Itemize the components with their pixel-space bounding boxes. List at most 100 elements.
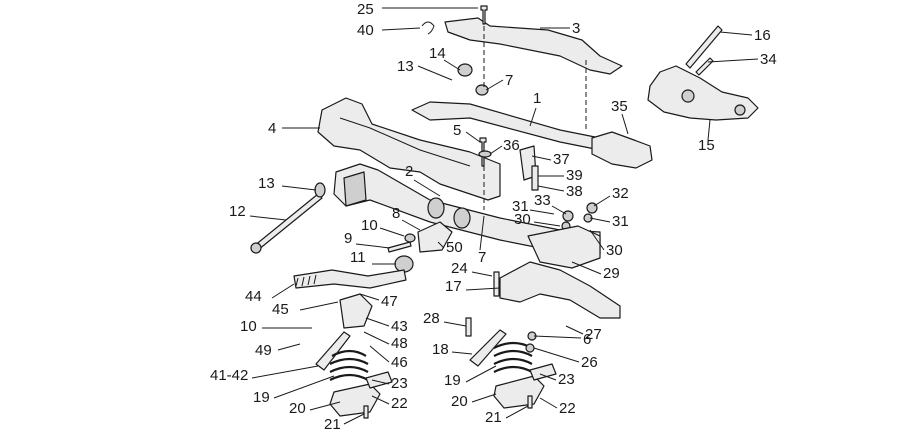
leader-line bbox=[371, 395, 390, 405]
callout-label: 8 bbox=[392, 205, 400, 222]
part-14-washer bbox=[457, 63, 473, 77]
leader-line bbox=[417, 65, 453, 81]
part-19-spring-left bbox=[329, 349, 369, 381]
part-15-hole bbox=[681, 89, 695, 103]
leader-line bbox=[273, 375, 335, 399]
part-23-plate-left bbox=[365, 371, 393, 389]
leader-lines bbox=[249, 7, 759, 425]
leader-line bbox=[539, 397, 558, 409]
part-24-bolt bbox=[493, 271, 500, 297]
leader-line bbox=[589, 229, 605, 251]
callout-label: 38 bbox=[566, 183, 583, 200]
callout-label: 21 bbox=[324, 416, 341, 432]
leader-line bbox=[533, 335, 582, 339]
part-7-nut-top bbox=[475, 84, 489, 96]
part-bushing-top-a bbox=[427, 197, 445, 219]
callout-label: 45 bbox=[272, 301, 289, 318]
callout-label: 13 bbox=[258, 175, 275, 192]
leader-line bbox=[485, 79, 504, 91]
callout-label: 10 bbox=[240, 318, 257, 335]
part-4-frame-inner bbox=[339, 117, 471, 167]
leader-line bbox=[465, 287, 501, 291]
callout-label: 27 bbox=[585, 326, 602, 343]
part-12-long-bolt bbox=[253, 193, 323, 251]
leader-line bbox=[707, 119, 711, 141]
callout-label: 19 bbox=[444, 372, 461, 389]
leader-line bbox=[299, 301, 339, 311]
part-17-support-arm bbox=[499, 261, 621, 319]
part-41-42-guide bbox=[315, 331, 351, 371]
leader-line bbox=[309, 401, 341, 411]
callout-label: 24 bbox=[451, 260, 468, 277]
callout-label: 23 bbox=[558, 371, 575, 388]
callout-label: 13 bbox=[397, 58, 414, 75]
leader-line bbox=[531, 155, 552, 161]
part-9-bolt bbox=[387, 241, 412, 253]
part-2-bracket bbox=[343, 171, 367, 207]
part-39-bolt bbox=[531, 165, 539, 191]
callout-label: 46 bbox=[391, 354, 408, 371]
part-21-screw-left bbox=[363, 405, 369, 419]
leader-line bbox=[471, 271, 493, 277]
part-20-pedal-right bbox=[493, 375, 545, 409]
callout-label: 31 bbox=[512, 198, 529, 215]
leader-line bbox=[537, 185, 565, 192]
leader-line bbox=[355, 243, 391, 249]
callout-label: 41-42 bbox=[210, 367, 248, 384]
part-36-washer bbox=[478, 150, 492, 158]
callout-label: 18 bbox=[432, 341, 449, 358]
callout-label: 12 bbox=[229, 203, 246, 220]
leader-line bbox=[249, 215, 287, 221]
leader-line bbox=[529, 209, 555, 215]
leader-line bbox=[251, 365, 319, 379]
leader-line bbox=[489, 145, 503, 155]
callout-label: 30 bbox=[514, 211, 531, 228]
callout-label: 17 bbox=[445, 278, 462, 295]
callout-label: 30 bbox=[606, 242, 623, 259]
part-35-bracket bbox=[591, 131, 653, 169]
leader-line bbox=[437, 241, 445, 249]
leader-line bbox=[277, 343, 301, 351]
leader-line bbox=[413, 179, 441, 197]
part-33-washer bbox=[562, 210, 574, 222]
leader-line bbox=[589, 217, 611, 223]
callout-label: 11 bbox=[350, 249, 366, 266]
callout-label: 43 bbox=[391, 318, 408, 335]
part-28-bolt bbox=[465, 317, 472, 337]
leader-line bbox=[505, 405, 529, 419]
callout-label: 44 bbox=[245, 288, 262, 305]
leader-line bbox=[443, 321, 467, 327]
part-4-main-frame bbox=[317, 97, 501, 201]
callout-label: 7 bbox=[478, 249, 486, 266]
leader-line bbox=[401, 219, 421, 231]
leader-line bbox=[281, 185, 317, 191]
callout-label: 28 bbox=[423, 310, 440, 327]
leader-line bbox=[719, 31, 753, 36]
leader-line bbox=[363, 331, 390, 345]
part-34-bolt bbox=[695, 57, 714, 76]
leader-line bbox=[707, 58, 759, 63]
part-18-guide-right bbox=[469, 329, 507, 367]
part-bushing-top-b bbox=[453, 207, 471, 229]
leader-line bbox=[271, 283, 295, 299]
callout-label: 22 bbox=[391, 395, 408, 412]
part-29-bracket bbox=[527, 225, 601, 269]
callout-label: 4 bbox=[268, 120, 276, 137]
part-44-lever-arm bbox=[293, 269, 407, 289]
part-44-pad-ribs bbox=[295, 274, 317, 287]
callout-label: 9 bbox=[344, 230, 352, 247]
callout-label: 32 bbox=[612, 185, 629, 202]
leader-line bbox=[565, 325, 584, 335]
callout-label: 7 bbox=[505, 72, 513, 89]
callout-label: 34 bbox=[760, 51, 777, 68]
leader-line bbox=[533, 347, 580, 363]
part-43-pedal-body bbox=[339, 293, 373, 329]
leader-line bbox=[571, 261, 602, 275]
leader-line bbox=[369, 345, 390, 363]
leader-line bbox=[465, 365, 497, 383]
part-8-link bbox=[417, 221, 453, 253]
part-3-top-plate bbox=[444, 17, 623, 75]
